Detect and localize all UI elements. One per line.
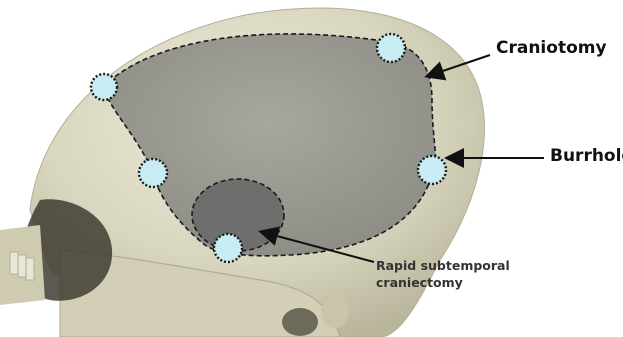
mastoid [321,296,349,328]
burrhole-circle-icon [139,159,167,187]
craniotomy-label: Craniotomy [496,38,607,58]
rapid-label-line1: Rapid subtemporal [376,257,510,274]
burrhole-circle-icon [91,74,117,100]
ear-canal [282,308,318,336]
burrhole-circle-icon [214,234,242,262]
burrhole-circle-icon [418,156,446,184]
burrhole-label: Burrhole [550,146,623,166]
rapid-subtemporal-craniectomy-label: Rapid subtemporal craniectomy [376,257,510,291]
burrhole-circle-icon [377,34,405,62]
rapid-label-line2: craniectomy [376,274,510,291]
